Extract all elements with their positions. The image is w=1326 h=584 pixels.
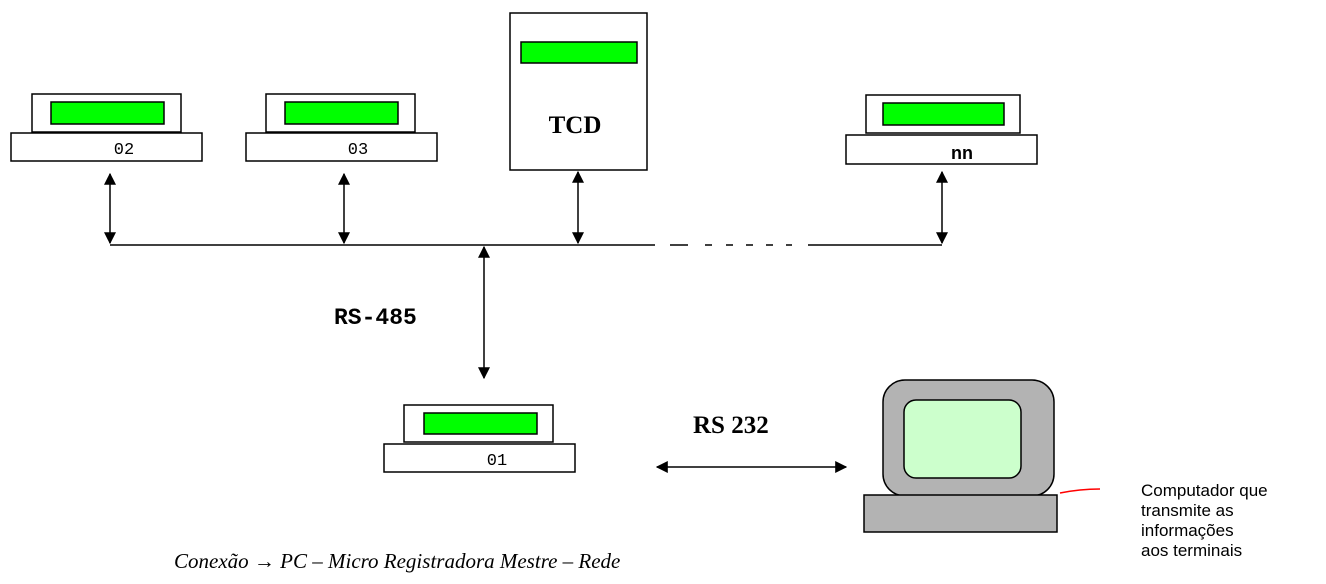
terminal-03: 03	[245, 93, 438, 162]
computer	[863, 379, 1058, 533]
computer-note-line-1: Computador que	[1141, 481, 1268, 500]
tcd-label: TCD	[549, 112, 602, 139]
terminal-02-label: 02	[114, 141, 134, 160]
computer-note: Computador que transmite as informações …	[1141, 481, 1326, 561]
computer-screen	[903, 399, 1022, 479]
computer-note-pointer	[1059, 488, 1101, 494]
terminal-01: 01	[383, 404, 576, 473]
terminal-03-display	[284, 101, 399, 125]
computer-note-line-3: informações	[1141, 521, 1234, 540]
rs232-label: RS 232	[693, 412, 769, 439]
terminal-02-display	[50, 101, 165, 125]
rs485-label: RS-485	[334, 305, 417, 331]
terminal-01-label: 01	[487, 452, 507, 471]
computer-base	[863, 494, 1058, 533]
caption-prefix: Conexão	[174, 549, 254, 573]
terminal-02: 02	[10, 93, 203, 162]
computer-note-line-4: aos terminais	[1141, 541, 1243, 560]
arrow-right-icon: →	[253, 549, 275, 573]
terminal-nn-display	[882, 102, 1005, 126]
tcd-unit: TCD	[509, 12, 648, 171]
tcd-display	[520, 41, 638, 64]
terminal-03-label: 03	[348, 141, 368, 160]
terminal-01-display	[423, 412, 538, 435]
computer-note-line-2: transmite as	[1141, 501, 1234, 520]
diagram-caption: Conexão → PC – Micro Registradora Mestre…	[174, 549, 620, 574]
caption-text: PC – Micro Registradora Mestre – Rede	[274, 549, 621, 573]
terminal-nn: nn	[845, 94, 1038, 165]
terminal-nn-label: nn	[951, 143, 973, 163]
